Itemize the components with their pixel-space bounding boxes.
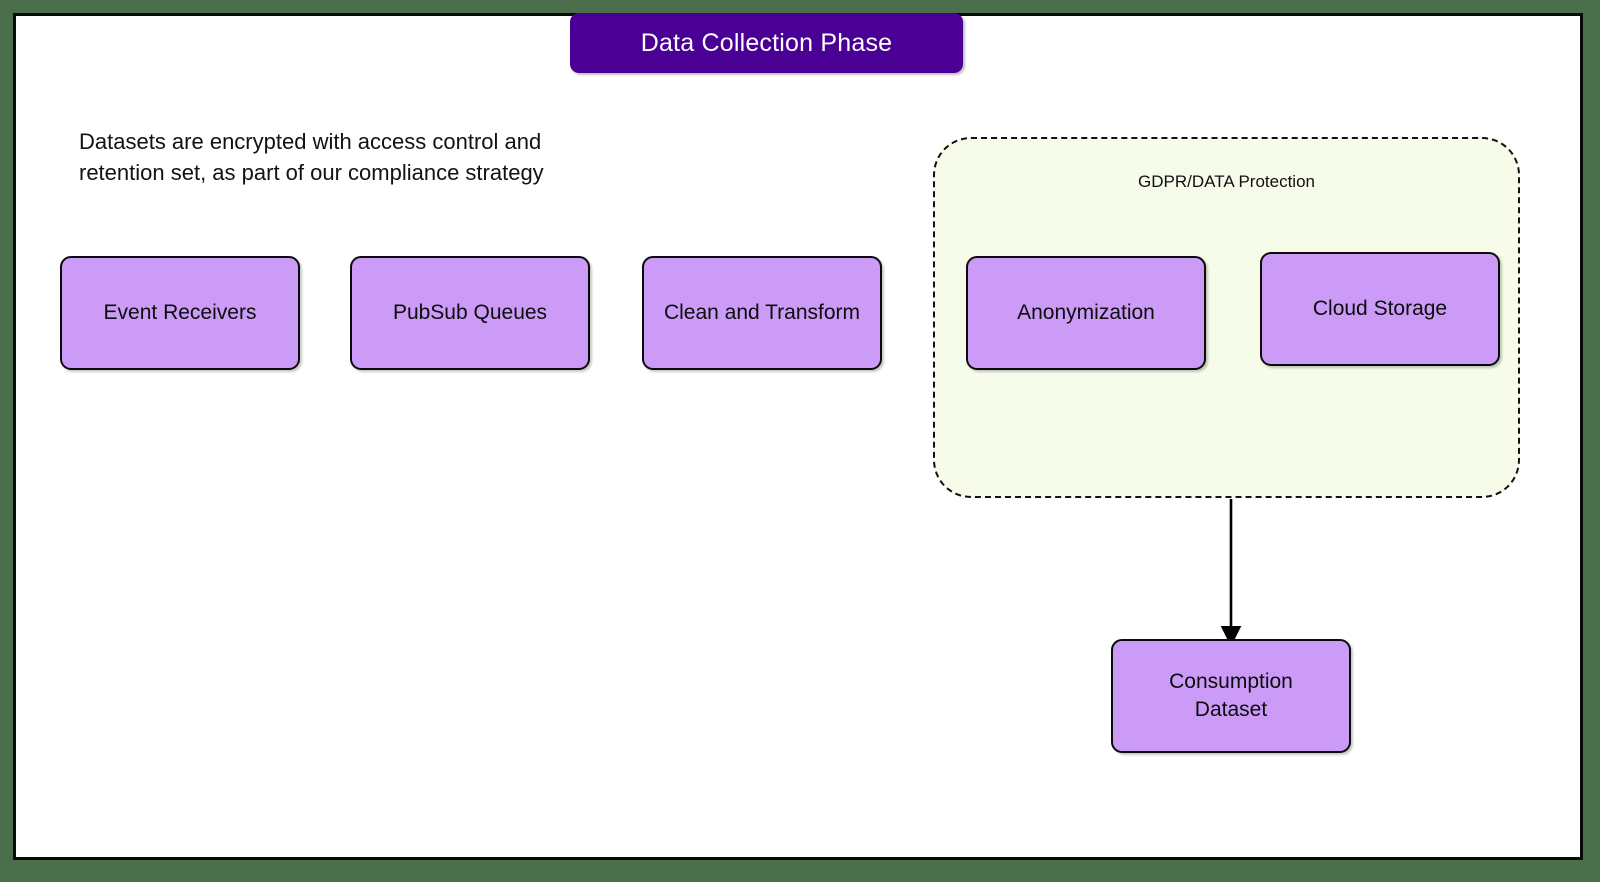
diagram-title-banner: Data Collection Phase	[570, 13, 963, 73]
node-cloud-storage[interactable]: Cloud Storage	[1260, 252, 1500, 366]
node-label: Consumption Dataset	[1169, 670, 1293, 721]
annotation-text: Datasets are encrypted with access contr…	[79, 129, 544, 185]
node-label: PubSub Queues	[392, 301, 548, 324]
node-consumption-dataset[interactable]: Consumption Dataset	[1111, 639, 1351, 753]
node-label: Event Receivers	[103, 301, 257, 324]
node-anonymization[interactable]: Anonymization	[966, 256, 1206, 370]
cluster-label: GDPR/DATA Protection	[1138, 172, 1315, 191]
node-event-receivers[interactable]: Event Receivers	[60, 256, 300, 370]
node-clean-and-transform[interactable]: Clean and Transform	[642, 256, 882, 370]
node-label: Clean and Transform	[663, 301, 861, 324]
node-label: Anonymization	[1017, 301, 1155, 324]
node-pubsub-queues[interactable]: PubSub Queues	[350, 256, 590, 370]
node-label: Cloud Storage	[1312, 297, 1448, 320]
